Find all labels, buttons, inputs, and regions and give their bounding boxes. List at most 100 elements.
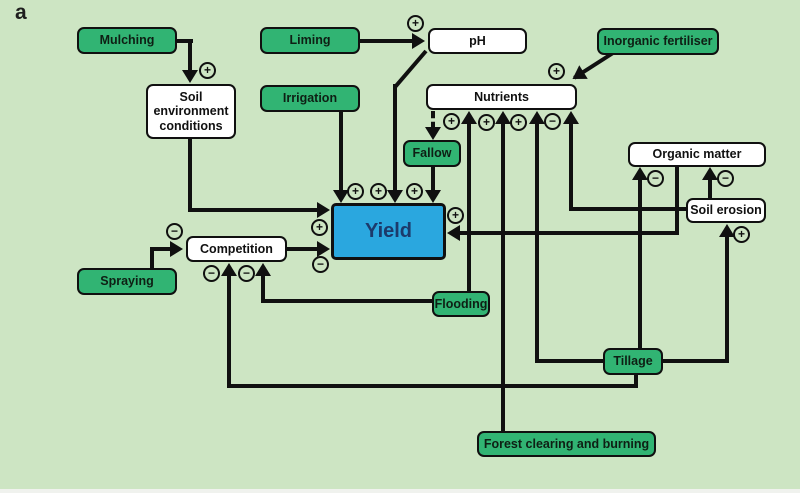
arrowhead — [563, 111, 579, 124]
node-forest_clearing: Forest clearing and burning — [477, 431, 656, 457]
node-nutrients: Nutrients — [426, 84, 577, 110]
arrowhead — [425, 127, 441, 140]
arrowhead — [719, 224, 735, 237]
arrowhead — [317, 202, 330, 218]
edge-segment — [569, 207, 686, 211]
arrowhead — [182, 70, 198, 83]
sign-badge: + — [347, 183, 364, 200]
sign-badge: − — [717, 170, 734, 187]
node-fallow: Fallow — [403, 140, 461, 167]
sign-badge: + — [510, 114, 527, 131]
node-flooding: Flooding — [432, 291, 490, 317]
edge-segment — [535, 122, 539, 363]
edge-segment — [287, 247, 318, 251]
sign-badge: − — [238, 265, 255, 282]
sign-badge: + — [370, 183, 387, 200]
arrowhead — [170, 241, 183, 257]
node-label: Fallow — [412, 146, 452, 161]
edge-segment — [467, 122, 471, 291]
arrowhead — [333, 190, 349, 203]
arrowhead — [461, 111, 477, 124]
node-yield: Yield — [331, 203, 446, 260]
sign-badge: − — [647, 170, 664, 187]
arrowhead — [632, 167, 648, 180]
arrowhead — [221, 263, 237, 276]
node-label: Inorganic fertiliser — [603, 34, 713, 49]
arrowhead — [387, 190, 403, 203]
edge-segment — [634, 375, 638, 388]
edge-segment — [393, 84, 397, 190]
sign-badge: − — [166, 223, 183, 240]
edge-segment — [360, 39, 412, 43]
node-soil_erosion: Soil erosion — [686, 198, 766, 223]
edge-segment — [188, 39, 192, 72]
arrowhead — [412, 33, 425, 49]
node-spraying: Spraying — [77, 268, 177, 295]
sign-badge: + — [443, 113, 460, 130]
arrowhead — [255, 263, 271, 276]
node-mulching: Mulching — [77, 27, 177, 54]
node-inorganic_fertiliser: Inorganic fertiliser — [597, 28, 719, 55]
edge-segment — [725, 237, 729, 363]
sign-badge: + — [406, 183, 423, 200]
node-ph: pH — [428, 28, 527, 54]
node-liming: Liming — [260, 27, 360, 54]
edge-segment — [535, 359, 603, 363]
node-label: Liming — [289, 33, 331, 48]
arrowhead — [702, 167, 718, 180]
edge-segment — [501, 122, 505, 431]
edge-segment — [188, 138, 192, 212]
edge-segment — [431, 167, 435, 190]
arrowhead — [425, 190, 441, 203]
node-label: Flooding — [434, 296, 488, 311]
sign-badge: − — [203, 265, 220, 282]
edge-segment — [177, 39, 193, 43]
edge-segment — [188, 208, 319, 212]
bottom-strip — [0, 489, 800, 493]
node-label: Forest clearing and burning — [483, 436, 650, 451]
sign-badge: + — [478, 114, 495, 131]
edge-segment — [261, 275, 265, 303]
sign-badge: − — [544, 113, 561, 130]
node-competition: Competition — [186, 236, 287, 262]
node-organic_matter: Organic matter — [628, 142, 766, 167]
sign-badge: − — [312, 256, 329, 273]
node-label: Spraying — [100, 274, 154, 289]
node-label: Mulching — [99, 33, 155, 48]
sign-badge: + — [548, 63, 565, 80]
arrowhead — [317, 241, 330, 257]
edge-segment — [150, 247, 154, 270]
node-label: Tillage — [613, 354, 653, 369]
sign-badge: + — [199, 62, 216, 79]
node-label: Competition — [200, 241, 273, 256]
edge-segment — [150, 247, 172, 251]
sign-badge: + — [311, 219, 328, 236]
node-label: Nutrients — [474, 89, 529, 104]
edge-segment — [675, 167, 679, 235]
edge-segment — [569, 122, 573, 211]
edge-segment — [459, 231, 679, 235]
arrowhead — [529, 111, 545, 124]
edge-segment — [261, 299, 432, 303]
node-tillage: Tillage — [603, 348, 663, 375]
edge-segment — [339, 111, 343, 190]
node-label: Soil environment conditions — [153, 89, 229, 133]
node-soil_environment_conditions: Soil environment conditions — [146, 84, 236, 139]
node-label: Yield — [364, 220, 413, 242]
node-label: pH — [469, 33, 486, 48]
node-label: Organic matter — [652, 147, 742, 162]
node-label: Irrigation — [282, 91, 338, 106]
edge-segment-diagonal — [393, 49, 428, 89]
figure-panel-label: a — [15, 1, 27, 24]
edge-segment-dashed — [431, 111, 435, 129]
edge-segment — [638, 180, 642, 348]
arrowhead — [447, 225, 460, 241]
edge-segment — [708, 180, 712, 198]
edge-segment — [227, 384, 638, 388]
arrowhead — [495, 111, 511, 124]
sign-badge: + — [407, 15, 424, 32]
sign-badge: + — [447, 207, 464, 224]
edge-segment — [663, 359, 729, 363]
edge-segment — [227, 275, 231, 388]
